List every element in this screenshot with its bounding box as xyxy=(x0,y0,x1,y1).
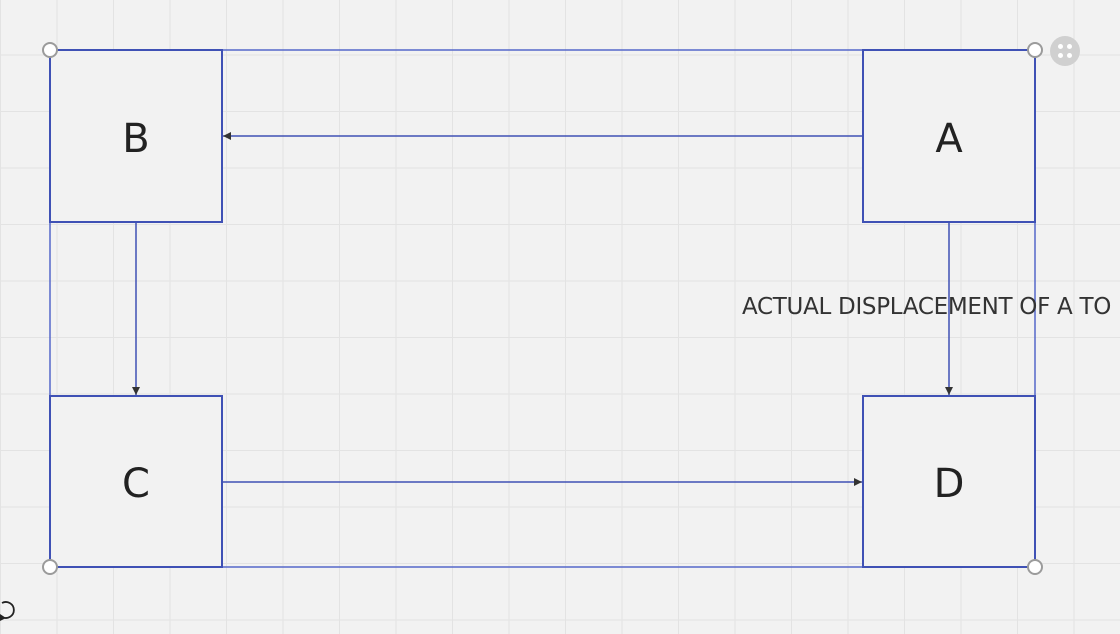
node-c-box[interactable] xyxy=(49,395,223,568)
node-a-box[interactable] xyxy=(862,49,1036,223)
grid-dot xyxy=(1067,44,1072,49)
resize-handle-bottom-left[interactable] xyxy=(42,559,58,575)
node-a-label: A xyxy=(935,116,963,162)
node-a[interactable]: A xyxy=(862,49,1036,223)
node-b-label: B xyxy=(122,116,149,162)
node-b-box[interactable] xyxy=(49,49,223,223)
rotate-icon[interactable] xyxy=(0,600,20,624)
node-c[interactable]: C xyxy=(49,395,223,568)
grid-dots-icon xyxy=(1058,44,1063,49)
node-b[interactable]: B xyxy=(49,49,223,223)
resize-handle-top-right[interactable] xyxy=(1027,42,1043,58)
grid-dot xyxy=(1067,53,1072,58)
node-c-label: C xyxy=(122,461,150,507)
selection-frame[interactable] xyxy=(49,49,1036,568)
node-d-label: D xyxy=(934,461,965,507)
node-d-box[interactable] xyxy=(862,395,1036,568)
more-options-button[interactable] xyxy=(1050,36,1080,66)
resize-handle-bottom-right[interactable] xyxy=(1027,559,1043,575)
resize-handle-top-left[interactable] xyxy=(42,42,58,58)
grid-dot xyxy=(1058,53,1063,58)
edge-label-displacement[interactable]: ACTUAL DISPLACEMENT OF A TO xyxy=(742,294,1111,320)
node-d[interactable]: D xyxy=(862,395,1036,568)
